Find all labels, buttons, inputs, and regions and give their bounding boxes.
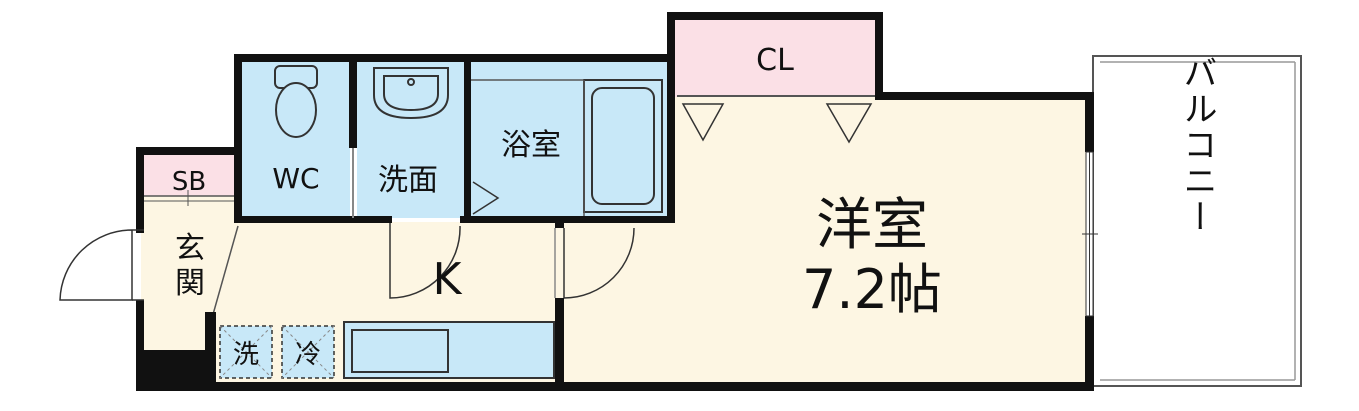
window-icon: [1082, 151, 1098, 317]
closet-door-icon: [825, 103, 873, 144]
bathtub-icon: [583, 79, 663, 213]
western-room-size: 7.2帖: [802, 258, 942, 321]
washroom-door-swing: [389, 222, 461, 299]
entrance-door-swing: [59, 229, 133, 301]
western-room-label: 洋室: [816, 193, 928, 258]
closet-door-icon: [681, 103, 725, 142]
bath-door-icon: [472, 181, 500, 215]
kitchen-counter-icon: [343, 321, 555, 379]
entrance-step: [211, 225, 239, 319]
washroom-label: 洗面: [378, 163, 438, 198]
closet-label: CL: [756, 43, 794, 78]
balcony-floor: [1092, 55, 1302, 387]
kitchen-label: K: [433, 254, 463, 305]
closet-floor: [673, 18, 877, 97]
fridge-space-icon: [281, 325, 335, 379]
shoebox-floor: [141, 153, 236, 196]
toilet-icon: [274, 65, 318, 138]
wc-label: WC: [272, 162, 319, 195]
entrance-label-2: 関: [175, 266, 205, 301]
shoebox-label: SB: [172, 167, 206, 197]
wash-basin-icon: [373, 67, 449, 120]
walls: [136, 12, 1094, 391]
entrance-label-1: 玄: [175, 231, 205, 266]
bath-label: 浴室: [501, 128, 561, 163]
room-door-swing: [563, 227, 635, 299]
balcony-label: バルコニー: [1177, 55, 1217, 235]
washer-space-icon: [219, 325, 273, 379]
washer-label: 洗: [233, 340, 259, 370]
fridge-label: 冷: [295, 340, 321, 370]
entrance-floor: [141, 196, 236, 350]
